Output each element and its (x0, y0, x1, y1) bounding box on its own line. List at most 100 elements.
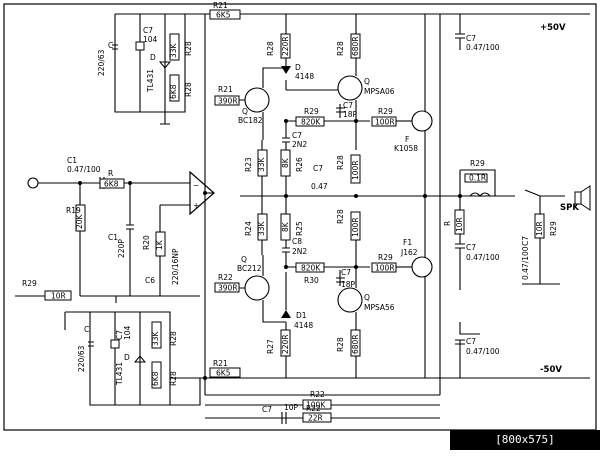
c7-10p-value: 10P (284, 403, 299, 412)
q-bc212-wires (239, 255, 286, 323)
input-ground-wire (79, 183, 200, 297)
r25-value: 8K (281, 221, 290, 232)
c8-value: 2N2 (292, 247, 307, 256)
r29-spk-resistor (534, 213, 545, 239)
c7-top-name: C7 (143, 26, 153, 35)
tl431-bot-symbol (133, 355, 147, 363)
r28b-name: R28 (184, 82, 193, 97)
r27-value: 220R (281, 334, 290, 354)
c7-2n2-name: C7 (292, 131, 302, 140)
c7-047-name: C7 (313, 164, 323, 173)
r29-10r-name: R29 (22, 279, 37, 288)
r28-680b-value: 680R (351, 334, 360, 354)
r27-name: R27 (266, 339, 275, 354)
c7-rail-bot-name: C7 (466, 337, 476, 346)
tl431-bot-name: TL431 (115, 362, 124, 386)
r28-220r-resistor (280, 33, 291, 59)
r26-name: R26 (295, 157, 304, 172)
r28c-value: 33K (151, 330, 160, 346)
c7-rail-bot-value: 0.47/100 (466, 347, 500, 356)
c7-out-value: 0.47/100 (466, 253, 500, 262)
d1-value: 4148 (294, 321, 313, 330)
diode-4148-bot (281, 310, 291, 318)
r29-b-value: 820K (301, 264, 321, 273)
c7-out2-value: 0.47/100 (521, 246, 530, 280)
r22-a-value: 100K (306, 401, 326, 410)
r21-top-value: 6K5 (216, 11, 231, 20)
top-ground (160, 112, 170, 125)
r29-100b-value: 100R (375, 264, 395, 273)
r23-value: 33K (257, 156, 266, 172)
r22-a-name: R22 (310, 390, 325, 399)
c-top-cap (112, 44, 118, 50)
c7-18p-b-value: 18P (341, 280, 356, 289)
c7-bot-name: C7 (115, 330, 124, 340)
c-220-16np-value: 220/16NP (171, 248, 180, 285)
r21-bot-value: 6K5 (216, 369, 231, 378)
f-k1058-value: K1058 (394, 144, 418, 153)
c1-name: C1 (67, 156, 77, 165)
r28-100r-resistor (350, 154, 361, 184)
q-mpsa06-transistor (337, 75, 363, 101)
q-bc182-value: BC182 (238, 116, 263, 125)
r22-value: 390R (218, 284, 238, 293)
c7-top-cap (135, 41, 145, 51)
q-bc212-name: Q (241, 255, 247, 264)
c7-rail-top-name: C7 (466, 34, 476, 43)
junction-dots (78, 119, 462, 380)
jfet-j162 (411, 256, 433, 278)
r29-out-name: R29 (470, 159, 485, 168)
r29-a-value: 820K (301, 118, 321, 127)
bot-ground-wire (64, 311, 90, 330)
r20-name: R20 (142, 235, 151, 250)
r28-100b-value: 100R (351, 217, 360, 237)
r26-value: 8K (281, 157, 290, 168)
top-reg-verticals (139, 14, 166, 112)
c7-18p-value: 18P (343, 110, 358, 119)
r-10r-out-name: R (443, 221, 452, 226)
c7-rail-top-value: 0.47/100 (466, 43, 500, 52)
c8-name: C8 (292, 237, 302, 246)
c7-2n2-value: 2N2 (292, 140, 307, 149)
c6-name: C6 (145, 276, 155, 285)
r22-22r-resistor (302, 412, 332, 423)
d-4148-value: 4148 (295, 72, 314, 81)
c7-bot-value: 104 (123, 325, 132, 340)
tl431-top-name: TL431 (146, 69, 155, 93)
r28d-value: 6K8 (151, 371, 160, 386)
r22-100k-resistor (302, 399, 332, 410)
c7-10p-cap (281, 412, 287, 424)
r29-01r-resistor (464, 173, 488, 183)
r28c-resistor (151, 321, 162, 349)
c-top-value: 220/63 (97, 49, 106, 76)
f1-name: F1 (403, 238, 412, 247)
r21-bot-resistor (209, 367, 241, 378)
r21-bot-name: R21 (213, 359, 228, 368)
r29-a-name: R29 (304, 107, 319, 116)
r24-name: R24 (244, 221, 253, 236)
r-6k8-resistor (99, 178, 125, 189)
c7-10p-name: C7 (262, 405, 272, 414)
r28a-value: 33K (169, 42, 178, 58)
r28b-resistor (169, 74, 180, 102)
c7-18p-b-name: C7 (341, 268, 351, 277)
op-amp-minus: − (193, 181, 199, 190)
r28-680-name: R28 (336, 41, 345, 56)
d-bot-name: D (124, 353, 130, 362)
spk-ground-wires (522, 196, 560, 285)
diode-4148-top (281, 66, 291, 74)
zobel-cap (455, 196, 465, 290)
c7-top-value: 104 (143, 35, 158, 44)
r-6k8-name: R (108, 169, 113, 178)
d1-name: D1 (296, 311, 307, 320)
c7-2n2-cap (282, 121, 290, 150)
r22-name: R22 (218, 273, 233, 282)
main-bus (204, 14, 440, 396)
q-bc182-wires (239, 67, 286, 140)
q-bc182-name: Q (242, 107, 248, 116)
r28-d-value: 220R (281, 36, 290, 56)
r29-spk-name: R29 (549, 221, 558, 236)
r28a-resistor (169, 33, 180, 61)
r28a-name: R28 (184, 41, 193, 56)
r28-680b-name: R28 (336, 337, 345, 352)
